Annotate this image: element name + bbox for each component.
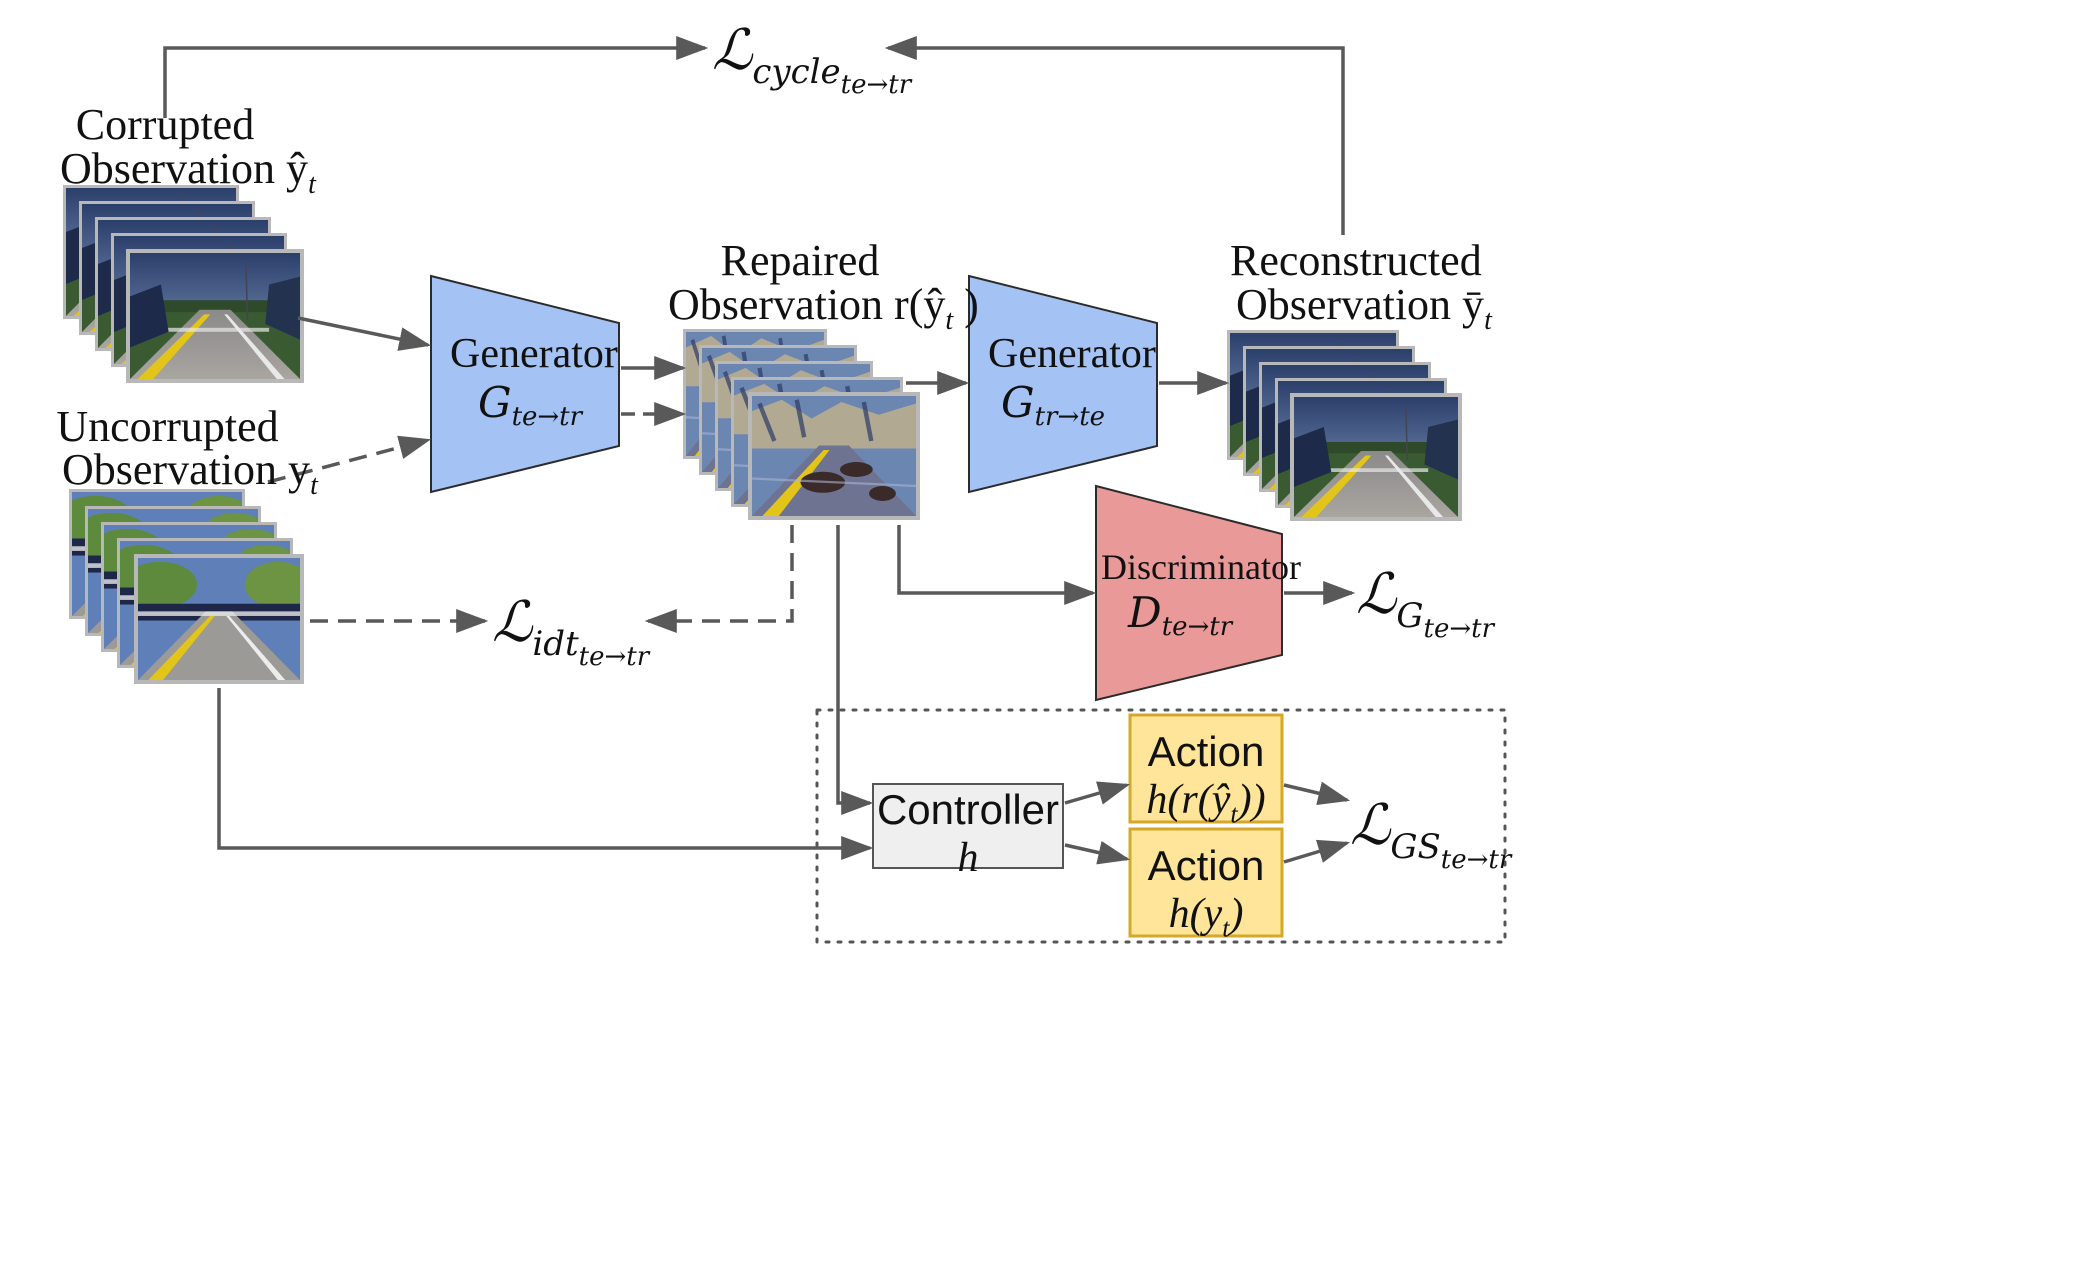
reconstructed-label-sub: t bbox=[1484, 304, 1492, 336]
arrow-repaired-to-idt-loss-dashed bbox=[644, 525, 794, 633]
corrupted-label-sub: t bbox=[308, 168, 316, 200]
repaired-observation-stack bbox=[683, 329, 920, 520]
reconstructed-observation-label-line2: Observation ȳt bbox=[1236, 276, 1492, 350]
gan-loss-label: ℒGte→tr bbox=[1356, 562, 1494, 644]
generator2-symbol: Gtr→te bbox=[1001, 378, 1105, 432]
uncorrupted-label-sub: t bbox=[310, 469, 318, 501]
generator-tr-te-block bbox=[968, 274, 1158, 494]
action1-line2-pre: h(r(ŷ bbox=[1146, 777, 1231, 823]
generator1-symbol-letter: G bbox=[478, 378, 512, 427]
generator1-subscript: te→tr bbox=[511, 402, 583, 432]
repaired-observation-label: Repaired bbox=[690, 232, 910, 290]
gs-loss-label: ℒGSte→tr bbox=[1350, 793, 1511, 875]
arrow-repaired-to-discriminator bbox=[897, 525, 1097, 605]
arrow-action-uncorrupted-to-gs-loss bbox=[1283, 839, 1351, 864]
generator-te-tr-block bbox=[430, 274, 620, 494]
corrupted-observation-stack bbox=[63, 185, 304, 383]
controller-line2: h bbox=[957, 835, 979, 881]
idt-loss-symbol: ℒ bbox=[492, 590, 533, 655]
action2-line2: h(yt) bbox=[1130, 890, 1282, 943]
cycle-loss-sub: te→tr bbox=[840, 70, 912, 100]
action2-line2-pre: h(y bbox=[1168, 891, 1223, 937]
cycle-loss-symbol: ℒ bbox=[712, 18, 753, 83]
flow-arrows bbox=[163, 36, 1356, 865]
controller-line1: Controller bbox=[876, 786, 1060, 833]
action1-line2: h(r(ŷt)) bbox=[1130, 776, 1282, 829]
discriminator-subscript: te→tr bbox=[1161, 612, 1233, 642]
generator2-subscript: tr→te bbox=[1034, 402, 1106, 432]
action-uncorrupted-label: Action h(yt) bbox=[1130, 842, 1282, 943]
reconstructed-label-line2: Observation ȳ bbox=[1236, 280, 1485, 329]
cycle-loss-name: cycle bbox=[752, 52, 841, 92]
controller-box bbox=[872, 783, 1064, 869]
action2-line2-sub: t bbox=[1222, 913, 1230, 943]
repaired-label-close: ) bbox=[953, 280, 979, 329]
reconstructed-observation-label: Reconstructed bbox=[1230, 232, 1482, 290]
gs-loss-name: GS bbox=[1390, 827, 1441, 867]
corrupted-observation-label: Corrupted bbox=[45, 96, 285, 154]
cycle-loss-label: ℒcyclete→tr bbox=[712, 18, 911, 100]
action-repaired-box bbox=[1128, 713, 1284, 824]
action1-line2-sub: t bbox=[1230, 799, 1238, 829]
gan-loss-sub: te→tr bbox=[1423, 614, 1495, 644]
gs-loss-sub: te→tr bbox=[1440, 845, 1512, 875]
gs-loss-symbol: ℒ bbox=[1350, 793, 1391, 858]
reconstructed-label-line1: Reconstructed bbox=[1230, 236, 1482, 285]
uncorrupted-label-line1: Uncorrupted bbox=[56, 402, 279, 451]
arrow-action-repaired-to-gs-loss bbox=[1283, 781, 1351, 806]
repaired-label-line1: Repaired bbox=[720, 236, 880, 285]
idt-loss-sub: te→tr bbox=[578, 642, 650, 672]
arrow-corrupted-to-generator bbox=[297, 316, 432, 351]
generator2-symbol-letter: G bbox=[1001, 378, 1035, 427]
controller-label: Controller h bbox=[873, 786, 1063, 882]
generator1-title: Generator bbox=[450, 331, 618, 377]
idt-loss-name: idt bbox=[532, 624, 579, 664]
controller-region-outline bbox=[815, 708, 1507, 944]
generator2-title: Generator bbox=[988, 331, 1156, 377]
uncorrupted-observation-label-line2: Observation yt bbox=[62, 441, 318, 515]
discriminator-symbol: Dte→tr bbox=[1128, 588, 1232, 642]
corrupted-observation-label-line2: Observation ŷt bbox=[60, 140, 316, 214]
gan-loss-name: G bbox=[1396, 596, 1424, 636]
corrupted-label-line2: Observation ŷ bbox=[60, 144, 309, 193]
arrow-reconstructed-to-cycle-loss bbox=[884, 36, 1345, 235]
arrow-controller-to-action-uncorrupted bbox=[1064, 840, 1131, 865]
discriminator-block bbox=[1095, 484, 1283, 702]
action2-line2-post: ) bbox=[1229, 891, 1244, 937]
arrow-corrupted-to-cycle-loss bbox=[163, 36, 709, 118]
uncorrupted-observation-stack bbox=[69, 489, 304, 684]
repaired-label-sub: t bbox=[945, 304, 954, 336]
arrow-repaired-to-controller bbox=[836, 525, 874, 815]
generator1-symbol: Gte→tr bbox=[478, 378, 582, 432]
gan-loss-symbol: ℒ bbox=[1356, 562, 1397, 627]
discriminator-symbol-letter: D bbox=[1128, 588, 1162, 637]
action-repaired-label: Action h(r(ŷt)) bbox=[1130, 728, 1282, 829]
repaired-observation-label-line2: Observation r(ŷt ) bbox=[668, 276, 979, 350]
arrow-controller-to-action-repaired bbox=[1064, 781, 1131, 805]
uncorrupted-label-line2: Observation y bbox=[62, 445, 311, 494]
arrow-uncorrupted-to-controller bbox=[217, 688, 874, 860]
corrupted-label-line1: Corrupted bbox=[75, 100, 255, 149]
idt-loss-label: ℒidtte→tr bbox=[492, 590, 649, 672]
uncorrupted-observation-label: Uncorrupted bbox=[45, 398, 290, 456]
repaired-label-line2: Observation r(ŷ bbox=[668, 280, 946, 329]
action-uncorrupted-box bbox=[1128, 827, 1284, 938]
action1-line1: Action bbox=[1147, 728, 1265, 775]
reconstructed-observation-stack bbox=[1227, 330, 1462, 521]
action2-line1: Action bbox=[1147, 842, 1265, 889]
action1-line2-post: )) bbox=[1237, 777, 1266, 823]
discriminator-title: Discriminator bbox=[1101, 547, 1301, 587]
